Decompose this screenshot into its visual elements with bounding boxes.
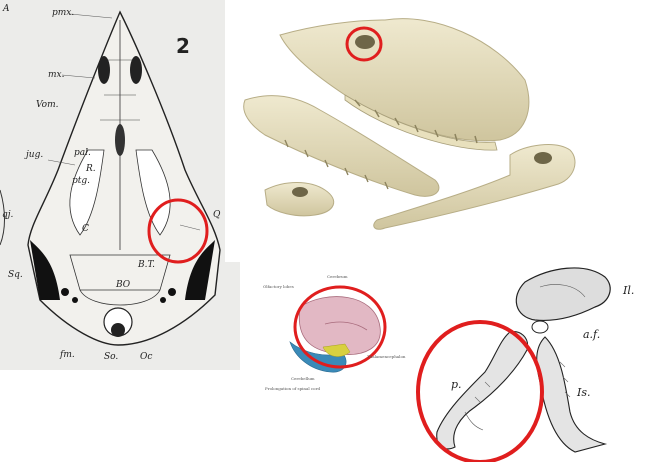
label-q: Q	[213, 210, 221, 220]
label-bt: B.T.	[138, 260, 156, 270]
highlight-circle-pubis	[416, 320, 544, 462]
brain-drawing	[289, 285, 387, 373]
pelvis-drawing	[416, 267, 611, 462]
label-p: p.	[451, 378, 462, 391]
brain-label-2: Thalamencephalon	[367, 354, 406, 359]
brain-label-1: Cerebrum	[327, 274, 348, 279]
label-pmx: pmx.	[52, 8, 75, 18]
label-vom: Vom.	[36, 100, 59, 110]
label-so: So.	[104, 352, 119, 362]
crocodilian-skulls-photo	[225, 0, 668, 262]
label-pal: pal.	[74, 148, 91, 158]
pelvis-diagram-panel: Il. a.f. p. Is.	[415, 262, 668, 462]
brain-label-4: Prolongation of spinal cord	[265, 386, 321, 391]
highlight-circle-orbit	[345, 26, 383, 62]
label-c: C	[82, 224, 89, 234]
label-fm: fm.	[60, 350, 75, 360]
brain-label-0: Olfactory lobes	[263, 284, 294, 289]
label-ptg: ptg.	[72, 176, 90, 186]
label-mx: mx.	[48, 70, 65, 80]
figure-number: 2	[176, 34, 190, 58]
label-jug: jug.	[26, 150, 44, 160]
label-oc: Oc	[140, 352, 153, 362]
highlight-circle-quadrate	[147, 198, 209, 264]
brain-label-3: Cerebellum	[291, 376, 315, 381]
label-af: a.f.	[583, 328, 601, 341]
highlight-circle-brain	[293, 285, 387, 369]
skulls-drawing	[243, 18, 576, 230]
corner-letter: A	[3, 4, 10, 14]
label-qj: qj.	[2, 210, 14, 220]
brain-diagram-panel: Olfactory lobes Cerebrum Thalamencephalo…	[255, 262, 405, 402]
label-r: R.	[86, 164, 96, 174]
label-sq: Sq.	[8, 270, 23, 280]
label-is: Is.	[577, 386, 591, 399]
label-bo: BO	[116, 280, 131, 290]
label-il: Il.	[623, 284, 635, 297]
